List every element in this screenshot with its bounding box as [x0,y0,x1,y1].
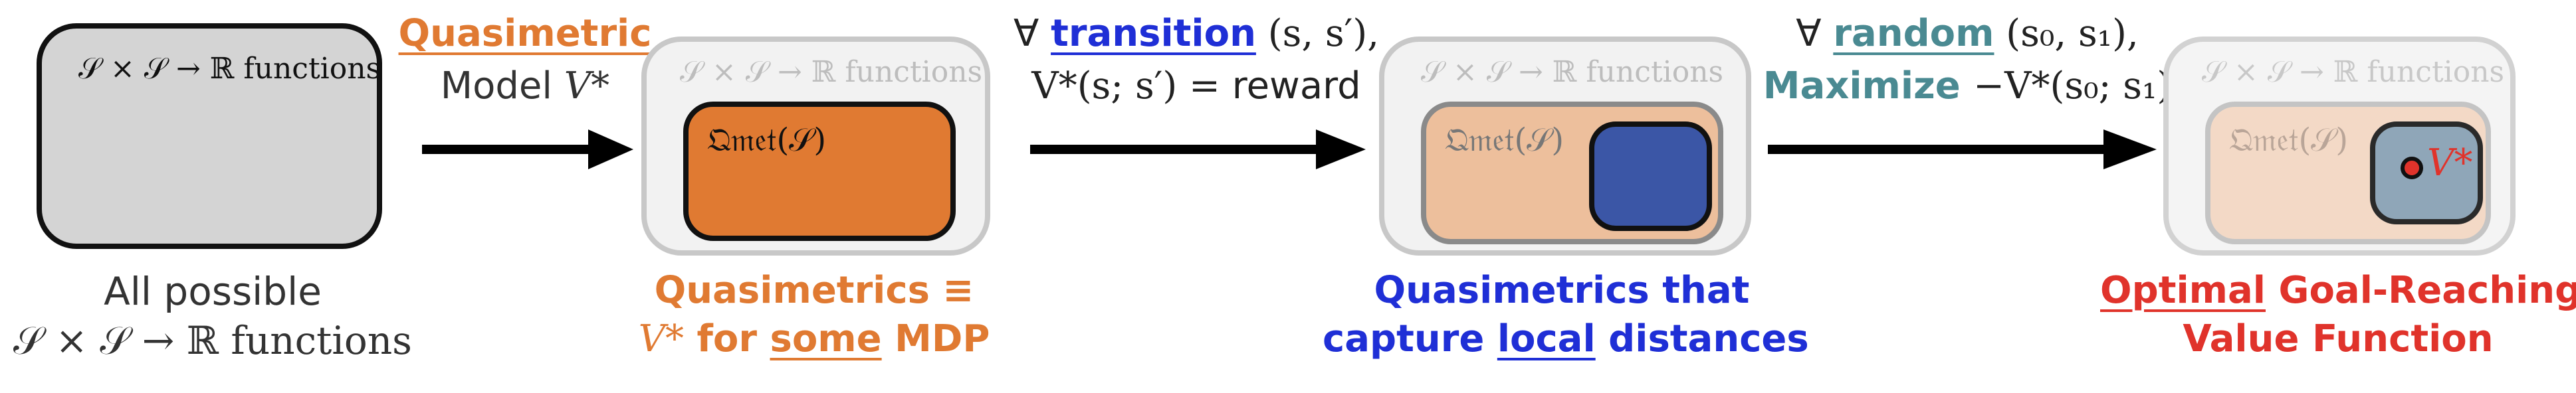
arrow3-maximize: Maximize [1763,64,1974,108]
arrow2-vstar-eq: V*(s; s′) = [1031,64,1232,108]
step3-local: local [1497,317,1596,360]
arrow3-pair: (s₀, s₁), [1994,12,2139,55]
step4-qmet-box: 𝔔𝔪𝔢𝔱(𝒮) V* [2205,102,2491,244]
step4-outer-label: 𝒮 × 𝒮 → ℝ functions [2202,55,2505,89]
arrow3-keyword: random [1833,12,1994,55]
arrow1-line2: Model V* [392,64,658,108]
all-functions-box-label: 𝒮 × 𝒮 → ℝ functions [78,52,381,86]
arrow2-line2: V*(s; s′) = reward [997,64,1396,108]
step3-qmet-box: 𝔔𝔪𝔢𝔱(𝒮) [1421,102,1723,244]
step4-qmet-label: 𝔔𝔪𝔢𝔱(𝒮) [2229,121,2349,159]
step3-local-box [1589,121,1712,231]
arrow3-neg-vstar: −V*(s₀; s₁) [1973,64,2172,108]
step3-outer-box: 𝒮 × 𝒮 → ℝ functions 𝔔𝔪𝔢𝔱(𝒮) [1379,37,1751,256]
arrow1-label: Quasimetric Model V* [392,12,658,108]
step3-caption: Quasimetrics that capture local distance… [1323,269,1809,360]
all-functions-box: 𝒮 × 𝒮 → ℝ functions [37,23,382,249]
arrow2-reward: reward [1232,64,1361,108]
arrow2-label: ∀ transition (s, s′), V*(s; s′) = reward [997,12,1396,108]
step3-caption-line1: Quasimetrics that [1374,269,1750,312]
arrow2-line1: ∀ transition (s, s′), [997,12,1396,55]
step3-caption-line2: capture local distances [1323,317,1809,360]
step2-some: some [770,317,882,360]
arrow1-vstar: V* [564,64,610,108]
step1-caption: All possible 𝒮 × 𝒮 → ℝ functions [0,269,425,364]
step4-goal-reaching: Goal-Reaching [2266,269,2576,312]
step2-outer-box: 𝒮 × 𝒮 → ℝ functions 𝔔𝔪𝔢𝔱(𝒮) [641,37,990,256]
step2-caption: Quasimetrics ≡ V* for some MDP [598,269,1030,360]
arrow2-forall: ∀ [1013,12,1051,55]
step2-vstar: V* [638,317,685,360]
step4-optimal: Optimal [2100,269,2266,312]
arrow3-line1: ∀ random (s₀, s₁), [1761,12,2173,55]
arrow2 [1030,129,1366,169]
step2-outer-label: 𝒮 × 𝒮 → ℝ functions [680,55,983,89]
step2-caption-line1: Quasimetrics ≡ [654,269,974,312]
arrow1-keyword: Quasimetric [398,12,652,55]
step2-for: for [684,317,770,360]
step4-local-box: V* [2370,121,2483,224]
arrow3 [1768,129,2157,169]
step2-mdp: MDP [881,317,990,360]
optimal-vstar-label: V* [2427,141,2473,185]
arrow1-model-text: Model [440,64,564,108]
step3-qmet-label: 𝔔𝔪𝔢𝔱(𝒮) [1445,121,1564,159]
arrow3-forall: ∀ [1796,12,1834,55]
optimal-point-icon [2401,157,2423,179]
arrow2-keyword: transition [1051,12,1256,55]
step4-caption: Optimal Goal-Reaching Value Function [2100,269,2576,360]
step1-caption-line1: All possible [104,269,322,314]
step4-outer-box: 𝒮 × 𝒮 → ℝ functions 𝔔𝔪𝔢𝔱(𝒮) V* [2163,37,2516,256]
step4-caption-line1: Optimal Goal-Reaching [2100,269,2576,312]
step3-capture: capture [1323,317,1497,360]
step2-qmet-box: 𝔔𝔪𝔢𝔱(𝒮) [683,102,956,241]
step4-caption-line2: Value Function [2183,317,2494,360]
step2-qmet-label: 𝔔𝔪𝔢𝔱(𝒮) [707,121,827,159]
step2-caption-line2: V* for some MDP [598,317,1030,360]
arrow3-label: ∀ random (s₀, s₁), Maximize −V*(s₀; s₁) [1761,12,2173,108]
arrow3-line2: Maximize −V*(s₀; s₁) [1761,64,2173,108]
step3-distances: distances [1595,317,1809,360]
step3-outer-label: 𝒮 × 𝒮 → ℝ functions [1421,55,1724,89]
arrow2-pair: (s, s′), [1255,12,1380,55]
arrow1 [422,129,633,169]
step1-caption-line2: 𝒮 × 𝒮 → ℝ functions [13,318,412,363]
